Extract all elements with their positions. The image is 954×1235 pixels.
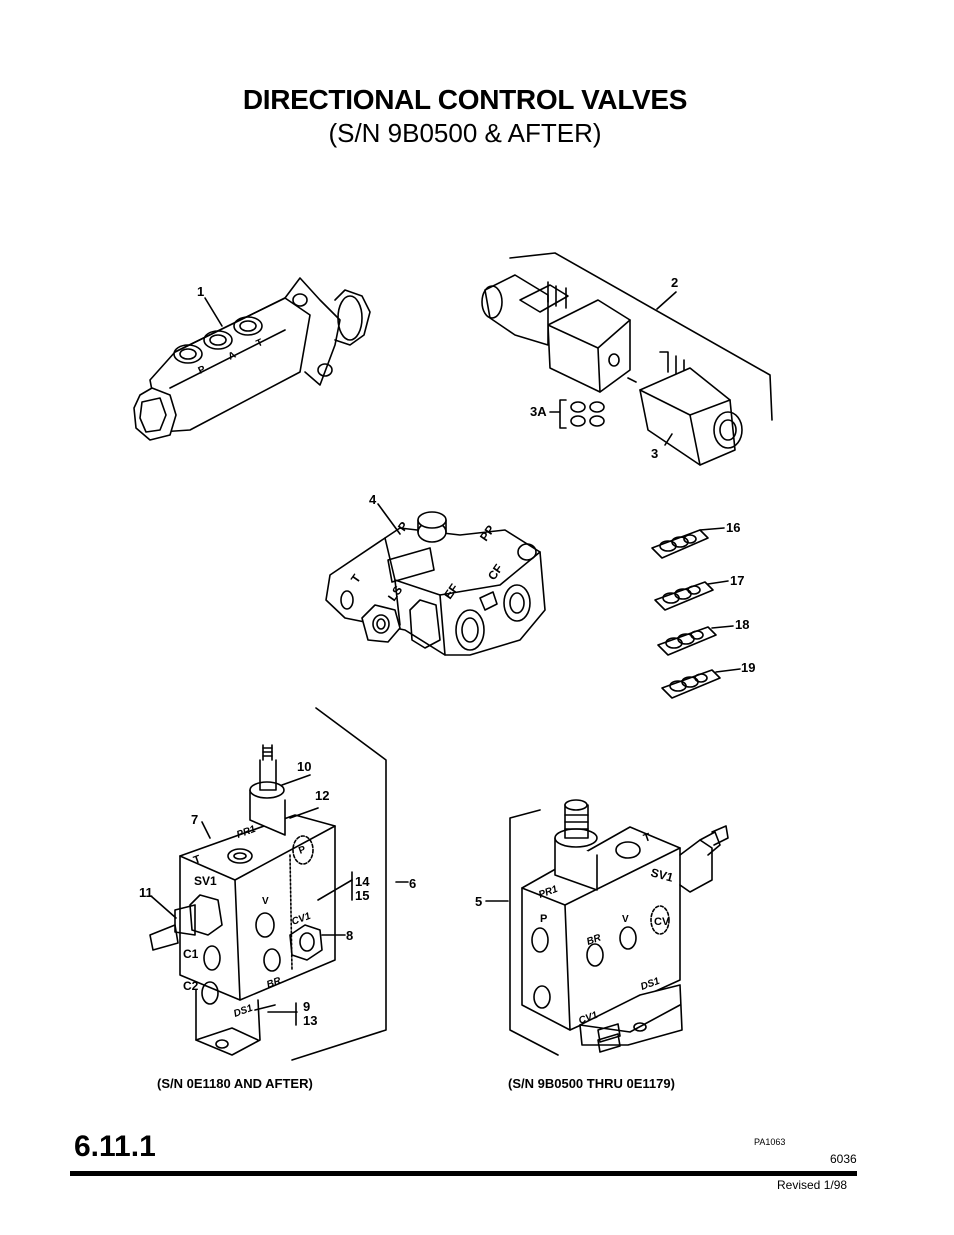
callout-16: 16 [726,520,741,535]
port-label: CV [654,916,670,928]
o-ring-kit-3a [549,399,605,429]
callout-13: 13 [303,1013,318,1028]
port-label: BR [585,932,603,948]
port-label: BR [265,975,283,991]
footer-rule [70,1171,857,1176]
callout-1: 1 [197,284,205,299]
callout-3a: 3A [530,404,547,419]
port-label: V [262,896,269,907]
caption-left: (S/N 0E1180 AND AFTER) [157,1076,313,1091]
seal-kits [651,527,741,699]
port-label: C2 [183,979,199,993]
callout-3: 3 [651,446,659,461]
callout-11: 11 [139,885,153,900]
port-label: C1 [183,947,199,961]
figure-id: PA1063 [754,1137,786,1147]
port-label: P [540,913,547,925]
port-label: A [227,350,238,363]
callout-17: 17 [730,573,745,588]
callout-6: 6 [409,876,417,891]
page-number: 6036 [830,1152,857,1166]
callout-7: 7 [191,812,199,827]
port-label: P [297,844,307,857]
port-label: V [622,914,629,925]
manifold-left [149,707,409,1061]
callout-10: 10 [297,759,312,774]
callout-14: 14 [355,874,370,889]
caption-right: (S/N 9B0500 THRU 0E1179) [508,1076,675,1091]
manifold-right [485,799,729,1056]
port-label: P [197,364,208,377]
valve-item-4 [325,503,546,656]
callout-5: 5 [475,894,483,909]
port-label: T [255,337,265,350]
page-title: DIRECTIONAL CONTROL VALVES [242,84,688,115]
callout-9: 9 [303,999,311,1014]
port-label: SV1 [649,865,675,884]
port-label: T [642,831,653,845]
callout-4: 4 [369,492,377,507]
port-label: T [192,853,203,867]
callout-8: 8 [346,928,354,943]
page-subtitle: (S/N 9B0500 & AFTER) [328,118,602,148]
port-label: SV1 [194,874,217,888]
revision-date: Revised 1/98 [777,1178,848,1192]
callout-15: 15 [355,888,370,903]
callout-2: 2 [671,275,679,290]
valve-item-2 [481,252,773,466]
callout-19: 19 [741,660,756,675]
section-number: 6.11.1 [74,1130,156,1163]
valve-item-1 [133,277,371,441]
callout-18: 18 [735,617,750,632]
callout-12: 12 [315,788,330,803]
port-label: DS1 [232,1003,254,1020]
